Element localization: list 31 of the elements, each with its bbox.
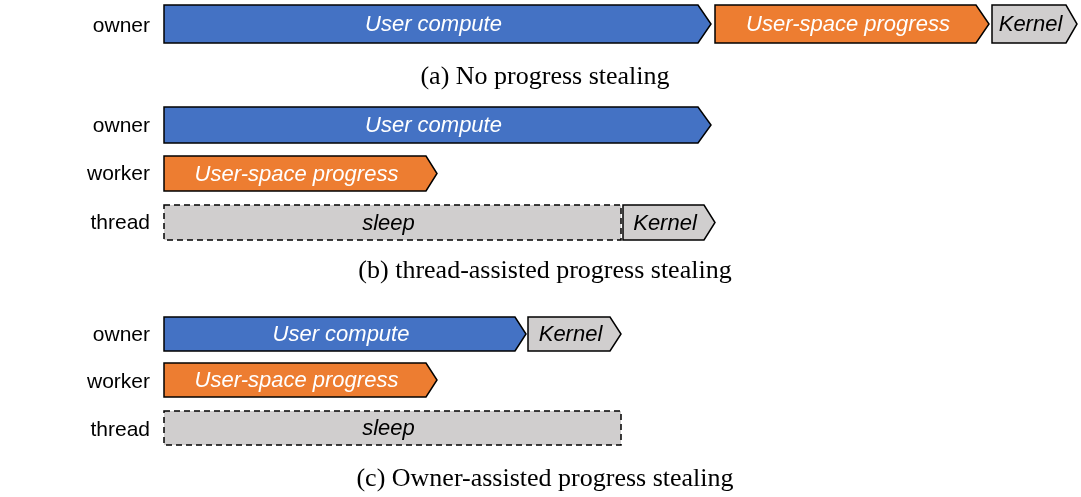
progress-bar <box>163 362 438 398</box>
row-label: worker <box>87 369 150 391</box>
bar-label: sleep <box>362 417 416 439</box>
kernel-bar <box>622 204 716 241</box>
bar-label: Kernel <box>998 13 1064 35</box>
row-label: thread <box>90 210 150 232</box>
progress-bar <box>714 4 990 44</box>
compute-bar <box>163 316 527 352</box>
compute-bar <box>163 106 712 144</box>
bar-label: User-space progress <box>194 369 400 391</box>
row-label: thread <box>90 417 150 439</box>
bar-label: sleep <box>362 211 416 234</box>
bar-label: User compute <box>272 323 411 345</box>
subfigure-caption: (c) Owner-assisted progress stealing <box>356 465 734 491</box>
row-label: owner <box>92 113 150 135</box>
sleep-bar <box>163 410 622 446</box>
subfigure-caption: (b) thread-assisted progress stealing <box>358 257 732 283</box>
kernel-bar <box>991 4 1078 44</box>
row-label: worker <box>87 161 150 183</box>
bar-label: Kernel <box>633 211 699 234</box>
compute-bar <box>163 4 712 44</box>
row-label: owner <box>92 13 150 35</box>
bar-label: Kernel <box>538 323 604 345</box>
progress-bar <box>163 155 438 192</box>
bar-label: User-space progress <box>746 13 951 35</box>
kernel-bar <box>527 316 622 352</box>
row-label: owner <box>92 322 150 344</box>
bar-label: User compute <box>365 13 503 35</box>
subfigure-caption: (a) No progress stealing <box>420 63 670 89</box>
bar-label: User-space progress <box>194 162 400 185</box>
bar-label: User compute <box>365 114 503 136</box>
